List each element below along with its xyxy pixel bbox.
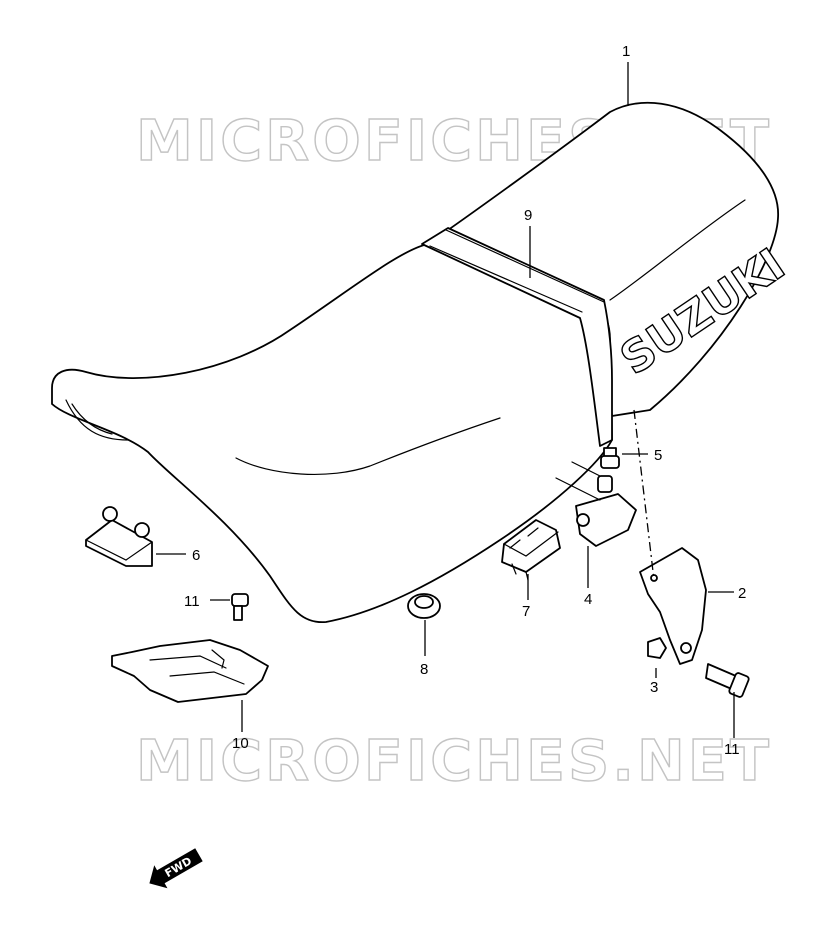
callout-screw: 11 — [184, 593, 200, 610]
seat[interactable] — [51, 101, 779, 623]
fwd-arrow-icon: FWD — [149, 848, 203, 889]
callout-seat-strap: 9 — [524, 207, 532, 224]
callout-seat-plate: 10 — [232, 735, 249, 752]
bolt[interactable] — [705, 663, 750, 698]
cushion-block[interactable] — [85, 506, 153, 567]
seat-strap[interactable] — [421, 227, 613, 447]
callout-bolt: 11 — [724, 741, 740, 758]
seat-plate[interactable] — [111, 639, 269, 703]
callout-nut: 3 — [650, 679, 658, 696]
callout-grommet: 8 — [420, 661, 428, 678]
small-bolt[interactable] — [600, 447, 620, 469]
callout-bolt-small: 5 — [654, 447, 662, 464]
callout-cushion-block: 6 — [192, 547, 200, 564]
leader-lines — [156, 62, 735, 738]
callout-seat: 1 — [622, 43, 630, 60]
hinge-bracket[interactable] — [555, 461, 637, 547]
watermark-bottom: MICROFICHES.NET — [136, 729, 772, 794]
callout-bracket: 2 — [738, 585, 746, 602]
callout-hinge-bracket: 4 — [584, 591, 592, 608]
screw[interactable] — [231, 593, 249, 621]
assembly-line — [633, 409, 655, 581]
callout-cushion-rubber: 7 — [522, 603, 530, 620]
nut[interactable] — [647, 637, 667, 659]
grommet[interactable] — [407, 593, 441, 619]
cushion-rubber[interactable] — [501, 519, 561, 581]
